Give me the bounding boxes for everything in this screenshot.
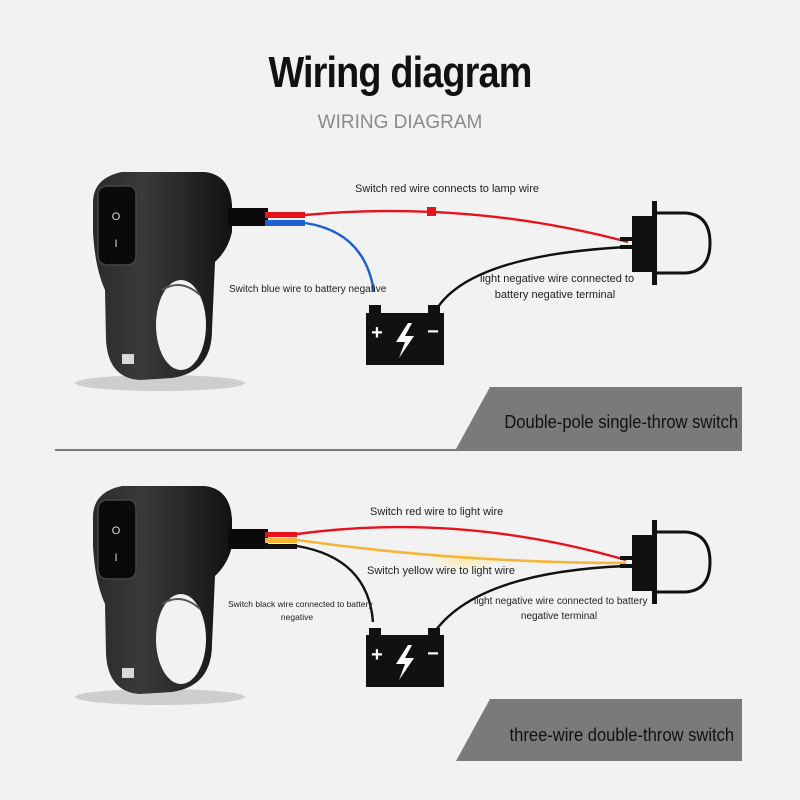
red-wire-sleeve-top bbox=[265, 212, 305, 218]
black-wire-bottom bbox=[296, 544, 375, 623]
black-wire-top bbox=[434, 245, 629, 311]
switch-bottom bbox=[75, 486, 268, 705]
blue-wire-label: Switch blue wire to battery negative bbox=[229, 284, 387, 295]
yellow-wire-glow bbox=[427, 549, 503, 571]
black-wire-label-1: Switch black wire connected to battery bbox=[228, 599, 373, 609]
red-wire-sleeve-bottom bbox=[265, 532, 297, 537]
battery-minus-bottom: − bbox=[427, 643, 439, 665]
rocker-off-mark-bottom: I bbox=[114, 552, 117, 564]
red-wire-top bbox=[304, 209, 629, 244]
switch-top bbox=[75, 172, 268, 391]
banner-bottom bbox=[456, 699, 742, 761]
black-wire-lamp-bottom bbox=[435, 564, 627, 631]
rocker-switch-icon bbox=[97, 185, 137, 266]
page-subtitle: WIRING DIAGRAM bbox=[317, 112, 483, 133]
battery-icon bbox=[366, 628, 444, 687]
rocker-off-mark-top: I bbox=[114, 238, 117, 250]
rocker-on-mark-top: O bbox=[112, 211, 121, 223]
red-wire-label-top: Switch red wire connects to lamp wire bbox=[355, 183, 540, 195]
battery-icon bbox=[366, 305, 444, 365]
red-wire-label-bottom: Switch red wire to light wire bbox=[370, 506, 504, 518]
black-wire-sleeve-bottom bbox=[265, 544, 297, 549]
lamp-icon bbox=[620, 520, 712, 604]
battery-plus-bottom: + bbox=[371, 644, 383, 666]
yellow-wire-label: Switch yellow wire to light wire bbox=[367, 565, 515, 577]
black-wire-label-2: negative bbox=[280, 612, 314, 622]
blue-wire-top bbox=[304, 221, 376, 293]
red-wire-connector-top bbox=[427, 207, 436, 216]
lamp-icon bbox=[620, 201, 712, 285]
light-negative-label-bottom-2: negative terminal bbox=[520, 611, 598, 622]
banner-top-text: Double-pole single-throw switch bbox=[504, 412, 738, 432]
light-negative-label-bottom-1: light negative wire connected to battery bbox=[474, 596, 648, 607]
rocker-switch-icon bbox=[97, 499, 137, 580]
rocker-on-mark-bottom: O bbox=[112, 525, 121, 537]
red-wire-bottom bbox=[296, 525, 627, 562]
light-negative-label-top-2: battery negative terminal bbox=[494, 289, 616, 301]
banner-bottom-text: three-wire double-throw switch bbox=[509, 725, 734, 745]
yellow-wire-bottom bbox=[296, 538, 627, 565]
page-title: Wiring diagram bbox=[268, 48, 532, 97]
battery-minus-top: − bbox=[427, 321, 439, 343]
light-negative-label-top-1: light negative wire connected to bbox=[480, 273, 635, 285]
yellow-wire-sleeve-bottom bbox=[265, 538, 297, 543]
battery-plus-top: + bbox=[371, 322, 383, 344]
blue-wire-sleeve-top bbox=[265, 220, 305, 226]
banner-top bbox=[456, 387, 742, 449]
